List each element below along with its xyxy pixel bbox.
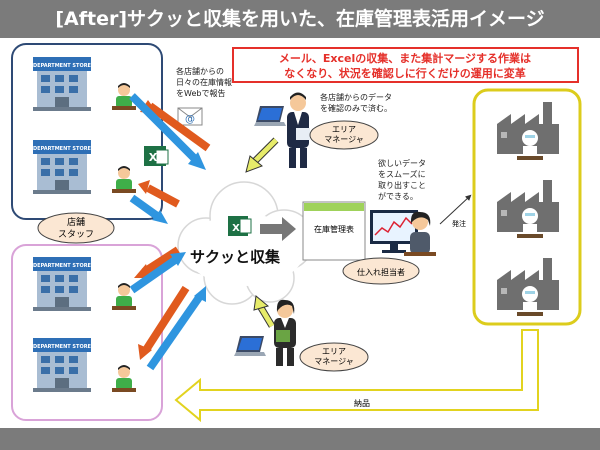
factory-icon (497, 180, 559, 238)
arrow-to-store (147, 102, 211, 152)
order-label: 発注 (452, 219, 466, 228)
arrowhead (188, 152, 206, 170)
area-manager-icon (274, 299, 296, 366)
arrowhead (245, 155, 263, 173)
area-manager2-label-line2: マネージャ (314, 357, 353, 366)
store-staff-icon (112, 365, 136, 392)
store-building-icon: DEPARTMENT STORE (33, 57, 92, 111)
svg-text:X: X (149, 151, 158, 164)
factory-group (472, 88, 582, 326)
headline-box (232, 47, 579, 83)
area-manager-icon (287, 92, 310, 168)
arrowhead (138, 344, 152, 360)
svg-text:X: X (232, 223, 240, 234)
page-title: [After]サクッと収集を用いた、在庫管理表活用イメージ (0, 0, 600, 38)
buyer-note: 欲しいデータ をスムーズに 取り出すこと ができる。 (378, 159, 426, 201)
svg-text:DEPARTMENT STORE: DEPARTMENT STORE (33, 63, 92, 69)
arrowhead (152, 210, 168, 224)
inventory-table-header (304, 203, 364, 211)
svg-text:DEPARTMENT STORE: DEPARTMENT STORE (33, 263, 92, 269)
email-icon: @ (177, 107, 203, 126)
area-manager2-label-bubble (299, 342, 369, 372)
store-building-icon: DEPARTMENT STORE (33, 140, 92, 194)
delivery-arrow (174, 329, 539, 423)
buyer-icon (404, 211, 436, 256)
order-arrow (439, 194, 472, 225)
arrowhead (134, 264, 150, 278)
store-building-icon: DEPARTMENT STORE (33, 338, 92, 392)
area-manager-label-bubble (309, 120, 379, 150)
cloud-hub (177, 181, 315, 305)
buyer-label: 仕入れ担当者 (357, 267, 405, 277)
arrowhead (282, 217, 296, 241)
svg-text:DEPARTMENT STORE: DEPARTMENT STORE (33, 146, 92, 152)
area-manager-label-line1: エリア (332, 125, 356, 134)
svg-text:@: @ (185, 114, 195, 125)
area-manager-note: 各店舗からのデータ を確認のみで済む。 (320, 93, 392, 113)
store-building-icon: DEPARTMENT STORE (33, 257, 92, 311)
grey-arrow (260, 224, 282, 234)
store-staff-label-line1: 店舗 (67, 216, 85, 228)
store-staff-icon (112, 166, 136, 193)
inventory-table-box (302, 201, 366, 261)
arrow-to-cloud (146, 293, 204, 371)
factory-icon (497, 102, 559, 160)
svg-text:DEPARTMENT STORE: DEPARTMENT STORE (33, 344, 92, 350)
headline-line2: なくなり、状況を確認しに行くだけの運用に変革 (284, 66, 526, 80)
laptop-icon (234, 336, 266, 356)
excel-icon: X (144, 146, 169, 166)
factory-icon (497, 258, 559, 316)
store-staff-label-line2: スタッフ (58, 229, 94, 240)
arrowhead (253, 295, 270, 311)
hub-label: サクッと収集 (190, 248, 281, 266)
store-staff-label-bubble (37, 212, 115, 244)
arrowhead (138, 180, 150, 194)
store-note: 各店舗からの 日々の在庫情報 をWebで報告 (176, 67, 232, 98)
area-manager-label-line2: マネージャ (324, 135, 363, 144)
delivery-label: 納品 (354, 398, 370, 408)
inventory-table-label: 在庫管理表 (314, 224, 354, 234)
headline-line1: メール、Excelの収集、また集計マージする作業は (279, 51, 531, 65)
arrow-to-store (142, 285, 190, 353)
excel-icon: X (228, 216, 252, 236)
arrow-to-store (146, 184, 180, 208)
yellow-arrow (252, 138, 278, 164)
area-manager2-label-line1: エリア (322, 347, 346, 356)
arrow-to-cloud (129, 254, 181, 294)
arrow-to-cloud (129, 93, 199, 163)
yellow-arrow (257, 304, 275, 328)
laptop-icon (254, 106, 286, 126)
footer-bar (0, 428, 600, 450)
arrow-to-cloud (129, 194, 163, 222)
buyer-label-bubble (342, 257, 420, 285)
arrowhead (170, 252, 186, 266)
arrowhead (194, 286, 206, 302)
arrow-to-store (141, 246, 181, 276)
